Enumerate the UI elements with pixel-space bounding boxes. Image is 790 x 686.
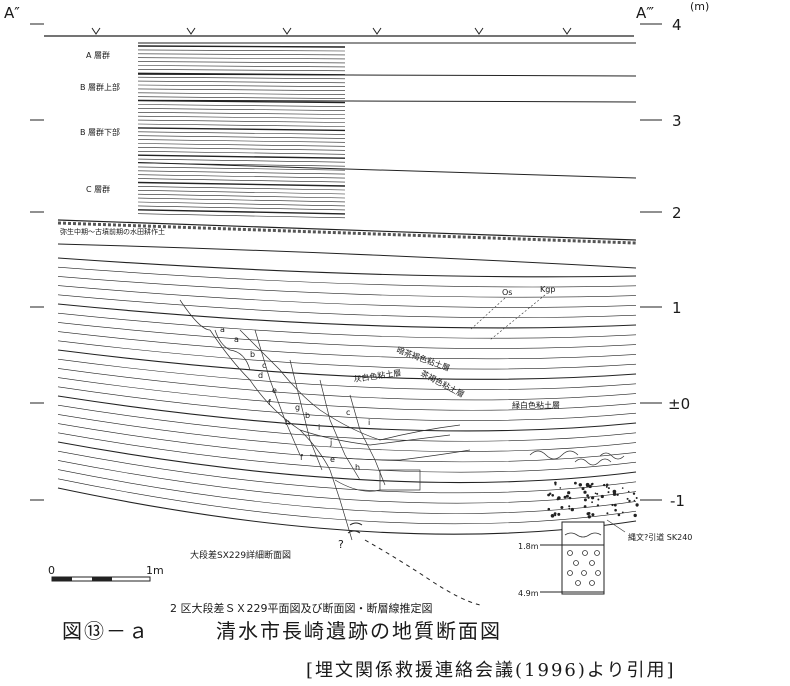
lower-strata-lines [57, 257, 637, 535]
figure-title: 清水市長崎遺跡の地質断面図 [216, 619, 502, 643]
label-kgp: Kgp [540, 285, 555, 294]
label-c-group: C 層群 [86, 184, 110, 194]
right-wavy-beds [529, 450, 625, 466]
figure-number: 図⑬－ａ [62, 619, 150, 643]
corner-label-right: A‴ [636, 4, 654, 22]
unit-label: (m) [690, 0, 709, 13]
elevation-tick-minus1: -1 [670, 492, 685, 510]
svg-text:c: c [346, 408, 350, 417]
depth-label-bottom: 4.9m [518, 589, 539, 598]
projected-fault: ? [338, 522, 481, 606]
label-paddy-soil: 弥生中期～古墳前期の水田耕作土 [60, 227, 165, 236]
svg-text:e: e [272, 386, 277, 395]
label-b-upper: B 層群上部 [80, 82, 120, 92]
layer-hatch-column [137, 45, 346, 219]
svg-text:a: a [234, 335, 239, 344]
scale-one: 1m [146, 564, 164, 577]
label-b-lower: B 層群下部 [80, 127, 120, 137]
svg-text:i: i [318, 423, 320, 432]
label-jomon-pit: 縄文?引道 SK240 [628, 532, 692, 542]
svg-text:i: i [368, 418, 370, 427]
depth-label-top: 1.8m [518, 542, 539, 551]
svg-text:f: f [268, 398, 271, 407]
core-column: 1.8m 4.9m 縄文?引道 SK240 [518, 519, 692, 598]
label-detail-section: 大段差SX229詳細断面図 [190, 549, 291, 561]
svg-text:a: a [220, 325, 225, 334]
svg-text:c: c [262, 361, 266, 370]
figure-subtitle: 2 区大段差ＳＸ229平面図及び断面図・断層線推定図 [170, 601, 433, 615]
scale-zero: 0 [48, 564, 55, 577]
label-green-gray-clay: 緑白色粘土層 [512, 400, 560, 410]
svg-text:f: f [300, 453, 303, 462]
elevation-tick-0: ±0 [668, 395, 690, 413]
svg-text:b: b [250, 350, 255, 359]
figure-source: [埋文関係救援連絡会議(1996)より引用] [306, 660, 676, 681]
label-panel [58, 40, 138, 218]
svg-text:j: j [329, 438, 332, 447]
label-a-group: A 層群 [86, 50, 110, 60]
scale-bar: 0 1m [48, 564, 164, 582]
fault-zone-markers: aab cde fgh bij cie fh [220, 325, 370, 472]
elevation-tick-3: 3 [672, 112, 682, 130]
elevation-scale: 4 3 2 1 ±0 -1 [640, 16, 690, 510]
elevation-tick-2: 2 [672, 204, 682, 222]
svg-text:b: b [305, 411, 310, 420]
fault-zone [179, 299, 471, 541]
sand-dot-field [547, 481, 639, 519]
label-gray-clay: 灰白色粘土層 [353, 367, 402, 384]
svg-text:g: g [295, 403, 300, 412]
elevation-tick-1: 1 [672, 299, 682, 317]
svg-text:h: h [355, 463, 360, 472]
svg-text:d: d [258, 371, 263, 380]
svg-text:h: h [285, 418, 290, 427]
elevation-tick-4: 4 [672, 16, 682, 34]
ground-surface [44, 27, 634, 37]
corner-label-left: A″ [4, 4, 20, 22]
svg-text:e: e [330, 455, 335, 464]
label-os: Os [502, 288, 512, 297]
question-mark: ? [338, 538, 344, 551]
label-brown-clay: 茶褐色粘土層 [419, 368, 466, 399]
left-elevation-marks [30, 23, 44, 501]
